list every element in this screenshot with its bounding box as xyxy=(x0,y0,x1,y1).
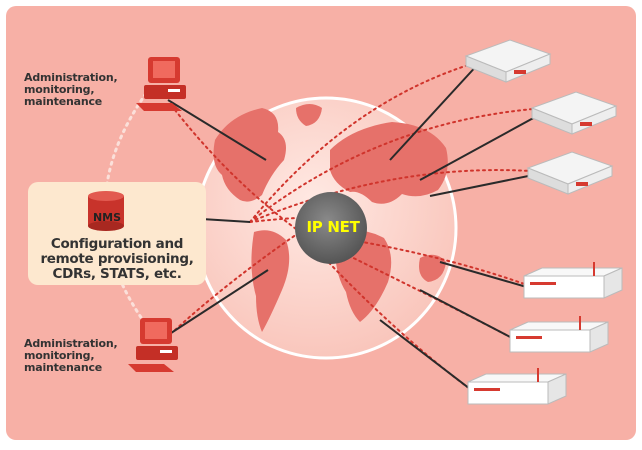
link-solid-gw4 xyxy=(439,261,531,289)
nms-description-line: remote provisioning, xyxy=(40,251,194,267)
nms-panel xyxy=(28,182,206,285)
nms-description: Configuration and remote provisioning, C… xyxy=(36,237,198,282)
ip-net-label: IP NET xyxy=(306,218,360,236)
link-dotted-3 xyxy=(249,169,546,223)
continent-greenland xyxy=(296,104,322,126)
database-icon xyxy=(88,191,124,231)
desktop-gateway-icon xyxy=(464,39,552,83)
nms-description-line: CDRs, STATS, etc. xyxy=(52,266,182,282)
admin-label-bottom-line: monitoring, xyxy=(24,349,95,362)
link-solid-gw5 xyxy=(419,289,517,341)
admin-label-bottom-line: Administration, xyxy=(24,337,118,350)
link-dotted-2 xyxy=(249,107,546,223)
link-solid-gw1 xyxy=(389,61,481,161)
link-solid-admin-top xyxy=(167,99,267,161)
continent-australia xyxy=(419,254,446,282)
computer-icon xyxy=(128,318,178,372)
rack-gateway-icon xyxy=(467,368,567,405)
continent-eurasia xyxy=(330,122,448,204)
link-solid-gw2 xyxy=(419,109,549,181)
admin-label-top-line: maintenance xyxy=(24,95,103,108)
link-solid-admin-bottom xyxy=(167,269,269,336)
link-solid-gw6 xyxy=(379,319,475,393)
admin-label-top-line: monitoring, xyxy=(24,83,95,96)
ip-net-hub xyxy=(295,192,367,264)
desktop-gateway-icon xyxy=(526,151,614,195)
link-dotted-1 xyxy=(249,61,479,223)
link-dotted-9 xyxy=(174,231,301,331)
desktop-gateway-icon xyxy=(530,91,618,135)
continent-north-america xyxy=(213,108,286,202)
admin-label-bottom-line: maintenance xyxy=(24,361,103,374)
rack-gateway-icon xyxy=(509,316,609,353)
computer-icon xyxy=(136,57,186,111)
nms-description-line: Configuration and xyxy=(50,236,184,252)
continent-south-america xyxy=(251,230,290,332)
admin-label-top-line: Administration, xyxy=(24,71,118,84)
admin-label-bottom: Administration, monitoring, maintenance xyxy=(24,337,118,374)
rack-gateway-icon xyxy=(523,262,623,299)
admin-label-top: Administration, monitoring, maintenance xyxy=(24,71,118,108)
nms-label: NMS xyxy=(92,211,122,224)
